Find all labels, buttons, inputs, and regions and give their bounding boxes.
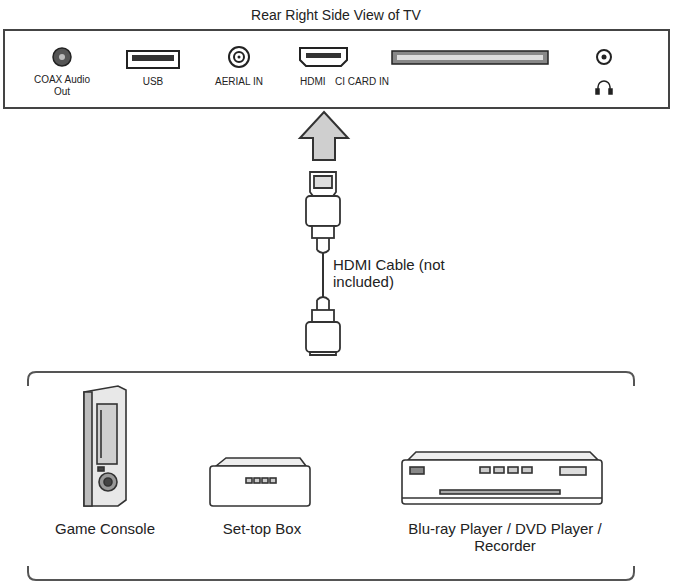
port-label: COAX Audio Out [32, 74, 92, 97]
insert-arrow [300, 112, 348, 160]
cable-label: HDMI Cable (not included) [333, 256, 473, 291]
headphone-pin [602, 55, 607, 60]
device-caption: Set-top Box [223, 520, 301, 537]
aerial-port [229, 47, 249, 67]
group-bracket-top [28, 372, 634, 386]
coax-pin [59, 54, 65, 60]
aerial-pin [238, 56, 241, 59]
hdmi-plug-top [306, 172, 340, 253]
hdmi-port [300, 48, 347, 66]
port-label: AERIAL IN [215, 76, 263, 88]
diagram-title: Rear Right Side View of TV [251, 7, 421, 23]
port-label: HDMI [300, 76, 326, 88]
hdmi-plug-bottom [306, 297, 340, 355]
game-console-icon [84, 386, 126, 506]
bluray-player-icon [402, 452, 602, 504]
hdmi-cable [322, 253, 324, 297]
device-caption: Blu-ray Player / DVD Player / Recorder [390, 520, 620, 555]
aerial-ring [234, 52, 244, 62]
port-label: CI CARD IN [335, 76, 389, 88]
usb-tongue [132, 55, 174, 61]
device-caption: Game Console [55, 520, 155, 537]
tv-panel [4, 30, 669, 108]
headphone-port [597, 50, 611, 64]
ci-card-slot [392, 51, 548, 64]
coax-port [53, 48, 71, 66]
group-bracket-bottom [28, 566, 634, 580]
headphone-icon [596, 81, 612, 94]
ci-slot-opening [397, 55, 543, 60]
set-top-box-icon [210, 458, 310, 506]
hdmi-contacts [306, 53, 341, 58]
usb-port [127, 51, 179, 68]
port-label: USB [143, 76, 164, 88]
